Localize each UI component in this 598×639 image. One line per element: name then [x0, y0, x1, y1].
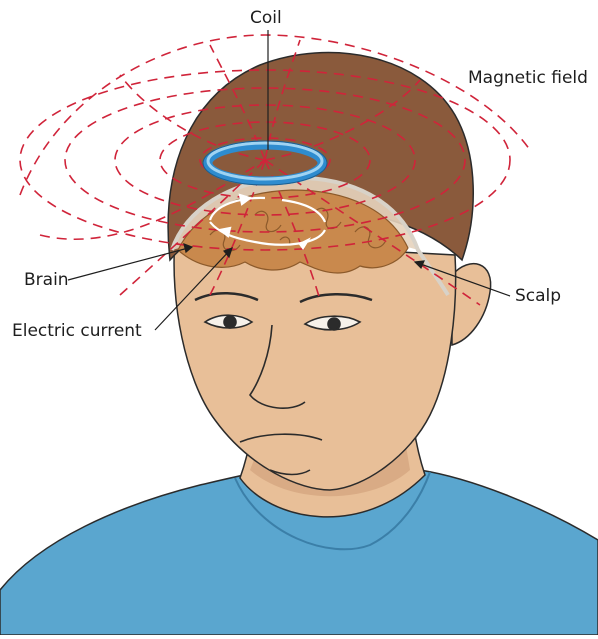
label-electric-current: Electric current — [12, 323, 142, 340]
label-brain: Brain — [24, 272, 69, 289]
label-scalp: Scalp — [515, 288, 561, 305]
right-pupil — [328, 318, 340, 330]
label-coil: Coil — [250, 10, 282, 27]
left-pupil — [224, 316, 236, 328]
label-magnetic-field: Magnetic field — [468, 70, 588, 87]
ear — [452, 264, 491, 345]
